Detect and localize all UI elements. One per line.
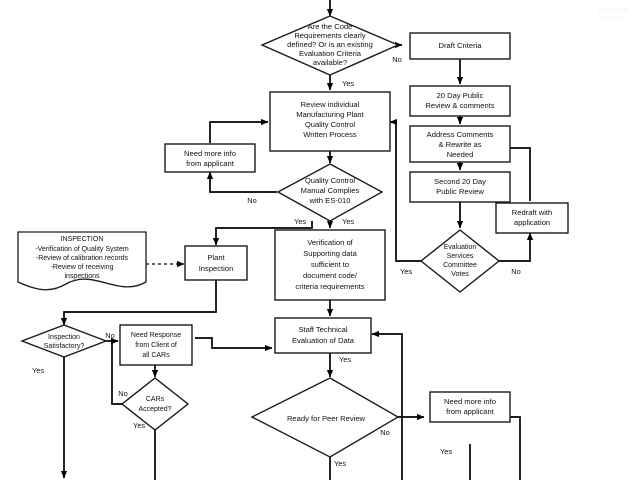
edge-committee-yes-to-review <box>389 118 423 262</box>
node-label: all CARs <box>142 352 170 359</box>
node-label: Committee <box>443 262 477 269</box>
node-label: available? <box>313 58 347 67</box>
node-label: Manufacturing Plant <box>296 110 364 119</box>
node-plant-inspection[interactable]: Plant Inspection <box>184 245 248 281</box>
node-second-twenty-day-public-review[interactable]: Second 20 Day Public Review <box>409 171 511 203</box>
node-label: Address Comments <box>427 130 494 139</box>
node-inspection-satisfactory[interactable]: Inspection Satisfactory? <box>20 324 108 358</box>
node-label: Inspection <box>199 264 234 273</box>
node-label: -Verification of Quality System <box>35 246 129 253</box>
node-label: Supporting data <box>303 249 357 258</box>
node-label: Quality Control <box>305 176 356 185</box>
node-label: Staff Technical <box>298 325 347 334</box>
node-code-requirements-decision[interactable]: Are the Code Requirements clearly define… <box>260 15 400 76</box>
node-label: Ready for Peer Review <box>287 414 366 423</box>
node-draft-criteria[interactable]: Draft Criteria <box>409 32 511 60</box>
edge-label-no-inspection-satisfactory: No <box>105 331 114 340</box>
node-label: Draft Criteria <box>438 41 482 50</box>
node-label: Need more info <box>184 149 236 158</box>
node-label: application <box>514 218 550 227</box>
node-quality-control-manual-complies[interactable]: Quality Control Manual Complies with ES-… <box>276 163 384 222</box>
node-label: Need more info <box>444 397 496 406</box>
node-redraft-with-application[interactable]: Redraft with application <box>495 202 569 234</box>
edge-qc-no-to-need-info <box>206 171 277 193</box>
node-label: from Client of <box>135 342 177 349</box>
edge-need-info-to-review <box>209 118 269 143</box>
node-label: Review individual <box>301 100 360 109</box>
node-staff-technical-evaluation[interactable]: Staff Technical Evaluation of Data <box>274 317 372 354</box>
node-label: Are the Code <box>308 22 353 31</box>
node-label: Plant <box>207 253 225 262</box>
node-label: Second 20 Day <box>434 177 486 186</box>
node-label: INSPECTION <box>61 236 104 243</box>
node-need-more-info-from-applicant-bottom[interactable]: Need more info from applicant <box>429 391 511 423</box>
edge-plant-to-inspection-satisfactory <box>60 280 217 326</box>
node-label: Manual Complies <box>301 186 360 195</box>
node-label: Votes <box>451 271 469 278</box>
node-inspection-note[interactable]: INSPECTION -Verification of Quality Syst… <box>17 231 147 291</box>
node-label: inspections <box>64 273 100 280</box>
edge-label-yes-qc-manual-left: Yes <box>294 217 306 226</box>
node-label: -Review of receiving <box>50 264 113 271</box>
node-label: Evaluation of Data <box>292 336 355 345</box>
node-label: Needed <box>447 150 474 159</box>
edge-label-no-committee-votes: No <box>511 267 520 276</box>
node-label: criteria requirements <box>295 282 364 291</box>
node-review-individual-manufacturing[interactable]: Review individual Manufacturing Plant Qu… <box>269 91 391 152</box>
node-cars-accepted[interactable]: CARs Accepted? <box>120 377 190 431</box>
node-label: from applicant <box>446 407 495 416</box>
node-label: Requirements clearly <box>294 31 366 40</box>
node-label: from applicant <box>186 159 235 168</box>
edge-label-no-ready-peer-review: No <box>380 428 389 437</box>
node-label: Public Review <box>436 187 484 196</box>
node-label: CARs <box>146 396 165 403</box>
edge-no-to-redraft <box>497 232 534 262</box>
node-label: 20 Day Public <box>437 91 484 100</box>
edge-label-yes-qc-manual-right: Yes <box>342 217 354 226</box>
corner-artifact <box>598 8 628 13</box>
node-label: Satisfactory? <box>44 343 85 350</box>
node-label: -Review of calibration records <box>36 255 129 262</box>
node-address-comments[interactable]: Address Comments & Rewrite as Needed <box>409 125 511 163</box>
edge-label-yes-code-requirements: Yes <box>342 79 354 88</box>
node-ready-for-peer-review[interactable]: Ready for Peer Review <box>250 377 400 458</box>
node-label: Review & comments <box>425 101 494 110</box>
edge-label-yes-staff-technical: Yes <box>339 355 351 364</box>
node-label: Inspection <box>48 334 80 341</box>
node-label: with ES-010 <box>309 196 351 205</box>
node-label: Accepted? <box>138 406 171 413</box>
edge-label-no-qc-manual: No <box>247 196 256 205</box>
node-need-response-from-client[interactable]: Need Response from Client of all CARs <box>119 324 193 366</box>
edge-need-response-to-staff <box>195 337 273 352</box>
node-label: Need Response <box>131 332 181 339</box>
node-label: Services <box>447 253 474 260</box>
node-label: Evaluation Criteria <box>299 49 362 58</box>
edge-label-yes-inspection-satisfactory: Yes <box>32 366 44 375</box>
node-evaluation-services-committee-votes[interactable]: Evaluation Services Committee Votes <box>419 229 501 293</box>
edge-label-yes-cars-accepted: Yes <box>133 421 145 430</box>
corner-artifact-2 <box>598 16 624 20</box>
node-twenty-day-public-review[interactable]: 20 Day Public Review & comments <box>409 85 511 117</box>
edge-qc-yes-to-plant-inspection <box>212 221 313 246</box>
node-label: Redraft with <box>512 208 553 217</box>
edge-return-to-staff <box>371 330 403 480</box>
node-label: Written Process <box>303 130 357 139</box>
node-verification-of-supporting-data[interactable]: Verification of Supporting data sufficie… <box>274 229 386 301</box>
edge-label-yes-committee-votes: Yes <box>400 267 412 276</box>
edge-right-return-to-need-info <box>495 413 521 480</box>
edge-label-yes-ready-peer-review: Yes <box>334 459 346 468</box>
node-label: Verification of <box>307 238 353 247</box>
node-label: Quality Control <box>305 120 356 129</box>
node-label: defined? Or is an existing <box>287 40 373 49</box>
edge-label-yes-need-more-info-bottom: Yes <box>440 447 452 456</box>
node-label: Evaluation <box>444 244 477 251</box>
node-label: document code/ <box>303 271 358 280</box>
node-need-more-info-from-applicant-top[interactable]: Need more info from applicant <box>164 143 256 173</box>
node-label: & Rewrite as <box>438 140 481 149</box>
node-label: sufficient to <box>311 260 349 269</box>
edge-label-no-cars-accepted: No <box>118 389 127 398</box>
edge-label-layer: No Yes No Yes Yes Yes No Yes No No Yes Y… <box>32 55 521 468</box>
edge-label-no-code-requirements: No <box>392 55 401 64</box>
connector-layer <box>60 0 534 480</box>
